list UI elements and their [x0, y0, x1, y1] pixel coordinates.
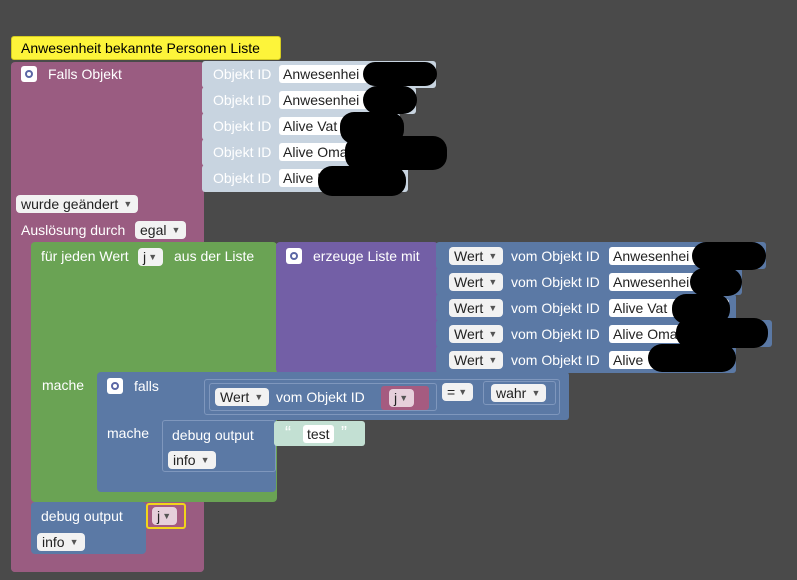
- value-dropdown[interactable]: Wert ▼: [449, 247, 504, 265]
- if-value-option: Wert: [220, 389, 250, 405]
- comment-text: Anwesenheit bekannte Personen Liste: [21, 40, 260, 56]
- chevron-down-icon: ▼: [399, 393, 409, 403]
- loop-variable-dropdown[interactable]: j▼: [138, 248, 164, 266]
- close-quote-icon: ”: [341, 423, 347, 443]
- chevron-down-icon: ▼: [123, 199, 133, 209]
- value-dropdown[interactable]: Wert ▼: [449, 325, 504, 343]
- object-id-label: Objekt ID: [213, 66, 272, 82]
- object-id-label: Objekt ID: [213, 118, 272, 134]
- debug-variable: j: [157, 508, 161, 524]
- if-variable: j: [394, 390, 398, 406]
- operator-dropdown[interactable]: =▼: [442, 383, 474, 401]
- boolean-value: wahr: [496, 385, 527, 401]
- redaction-mark: [690, 268, 742, 296]
- chevron-down-icon: ▼: [488, 251, 498, 261]
- debug-variable-dropdown[interactable]: j▼: [152, 507, 178, 525]
- debug-output-label-2: debug output: [41, 508, 123, 524]
- list-gear-icon[interactable]: [286, 248, 302, 264]
- if-variable-dropdown[interactable]: j▼: [389, 389, 415, 407]
- trigger-label: Falls Objekt: [48, 66, 122, 82]
- operator: =: [447, 384, 456, 400]
- value-dropdown[interactable]: Wert ▼: [449, 273, 504, 291]
- if-gear-icon[interactable]: [107, 378, 123, 394]
- object-id-label: Objekt ID: [213, 92, 272, 108]
- loop-do-label: mache: [42, 377, 85, 393]
- chevron-down-icon: ▼: [162, 511, 172, 521]
- value-option: Wert: [454, 248, 484, 264]
- create-list-label: erzeuge Liste mit: [313, 248, 420, 264]
- chevron-down-icon: ▼: [531, 388, 541, 398]
- value-option: Wert: [454, 326, 484, 342]
- create-list-block[interactable]: [276, 242, 438, 373]
- trigger-gear-icon[interactable]: [21, 66, 37, 82]
- debug-level-2: info: [42, 534, 65, 550]
- chevron-down-icon: ▼: [200, 455, 210, 465]
- boolean-dropdown[interactable]: wahr ▼: [491, 384, 547, 402]
- chevron-down-icon: ▼: [458, 387, 468, 397]
- for-each-suffix: aus der Liste: [174, 248, 255, 264]
- from-object-id-label: vom Objekt ID: [511, 248, 600, 264]
- redaction-mark: [363, 62, 437, 86]
- trigger-by-label: Auslösung durch: [21, 222, 126, 238]
- open-quote-icon: “: [285, 423, 291, 443]
- from-object-id-label: vom Objekt ID: [511, 274, 600, 290]
- debug-output-label: debug output: [172, 427, 254, 443]
- if-do-label: mache: [107, 425, 150, 441]
- comment-bubble[interactable]: Anwesenheit bekannte Personen Liste: [11, 36, 281, 60]
- object-id-label: Objekt ID: [213, 144, 272, 160]
- object-id-label: Objekt ID: [213, 170, 272, 186]
- chevron-down-icon: ▼: [488, 329, 498, 339]
- redaction-mark: [648, 344, 736, 372]
- redaction-mark: [318, 166, 406, 196]
- trigger-dropdown[interactable]: egal ▼: [135, 221, 187, 239]
- chevron-down-icon: ▼: [148, 252, 158, 262]
- value-dropdown[interactable]: Wert ▼: [449, 351, 504, 369]
- value-dropdown[interactable]: Wert ▼: [449, 299, 504, 317]
- from-object-id-label: vom Objekt ID: [511, 352, 600, 368]
- for-each-label: für jeden Wert: [41, 248, 129, 264]
- value-option: Wert: [454, 300, 484, 316]
- redaction-mark: [363, 86, 417, 114]
- chevron-down-icon: ▼: [254, 392, 264, 402]
- loop-variable: j: [143, 249, 147, 265]
- redaction-mark: [692, 242, 766, 270]
- if-from-object-id-label: vom Objekt ID: [276, 389, 365, 405]
- if-value-dropdown[interactable]: Wert ▼: [215, 388, 270, 406]
- debug-level: info: [173, 452, 196, 468]
- debug-level-dropdown[interactable]: info ▼: [168, 451, 216, 469]
- value-option: Wert: [454, 352, 484, 368]
- chevron-down-icon: ▼: [488, 277, 498, 287]
- changed-dropdown[interactable]: wurde geändert ▼: [16, 195, 139, 213]
- redaction-mark: [345, 136, 447, 170]
- chevron-down-icon: ▼: [69, 537, 79, 547]
- changed-option: wurde geändert: [21, 196, 119, 212]
- debug-text-field[interactable]: test: [303, 425, 334, 443]
- debug-level-dropdown-2[interactable]: info ▼: [37, 533, 85, 551]
- redaction-mark: [676, 318, 768, 348]
- from-object-id-label: vom Objekt ID: [511, 300, 600, 316]
- trigger-option: egal: [140, 222, 167, 238]
- from-object-id-label: vom Objekt ID: [511, 326, 600, 342]
- value-option: Wert: [454, 274, 484, 290]
- trigger-block-bottom: [11, 560, 204, 572]
- chevron-down-icon: ▼: [488, 303, 498, 313]
- chevron-down-icon: ▼: [488, 355, 498, 365]
- if-label: falls: [134, 378, 159, 394]
- chevron-down-icon: ▼: [171, 225, 181, 235]
